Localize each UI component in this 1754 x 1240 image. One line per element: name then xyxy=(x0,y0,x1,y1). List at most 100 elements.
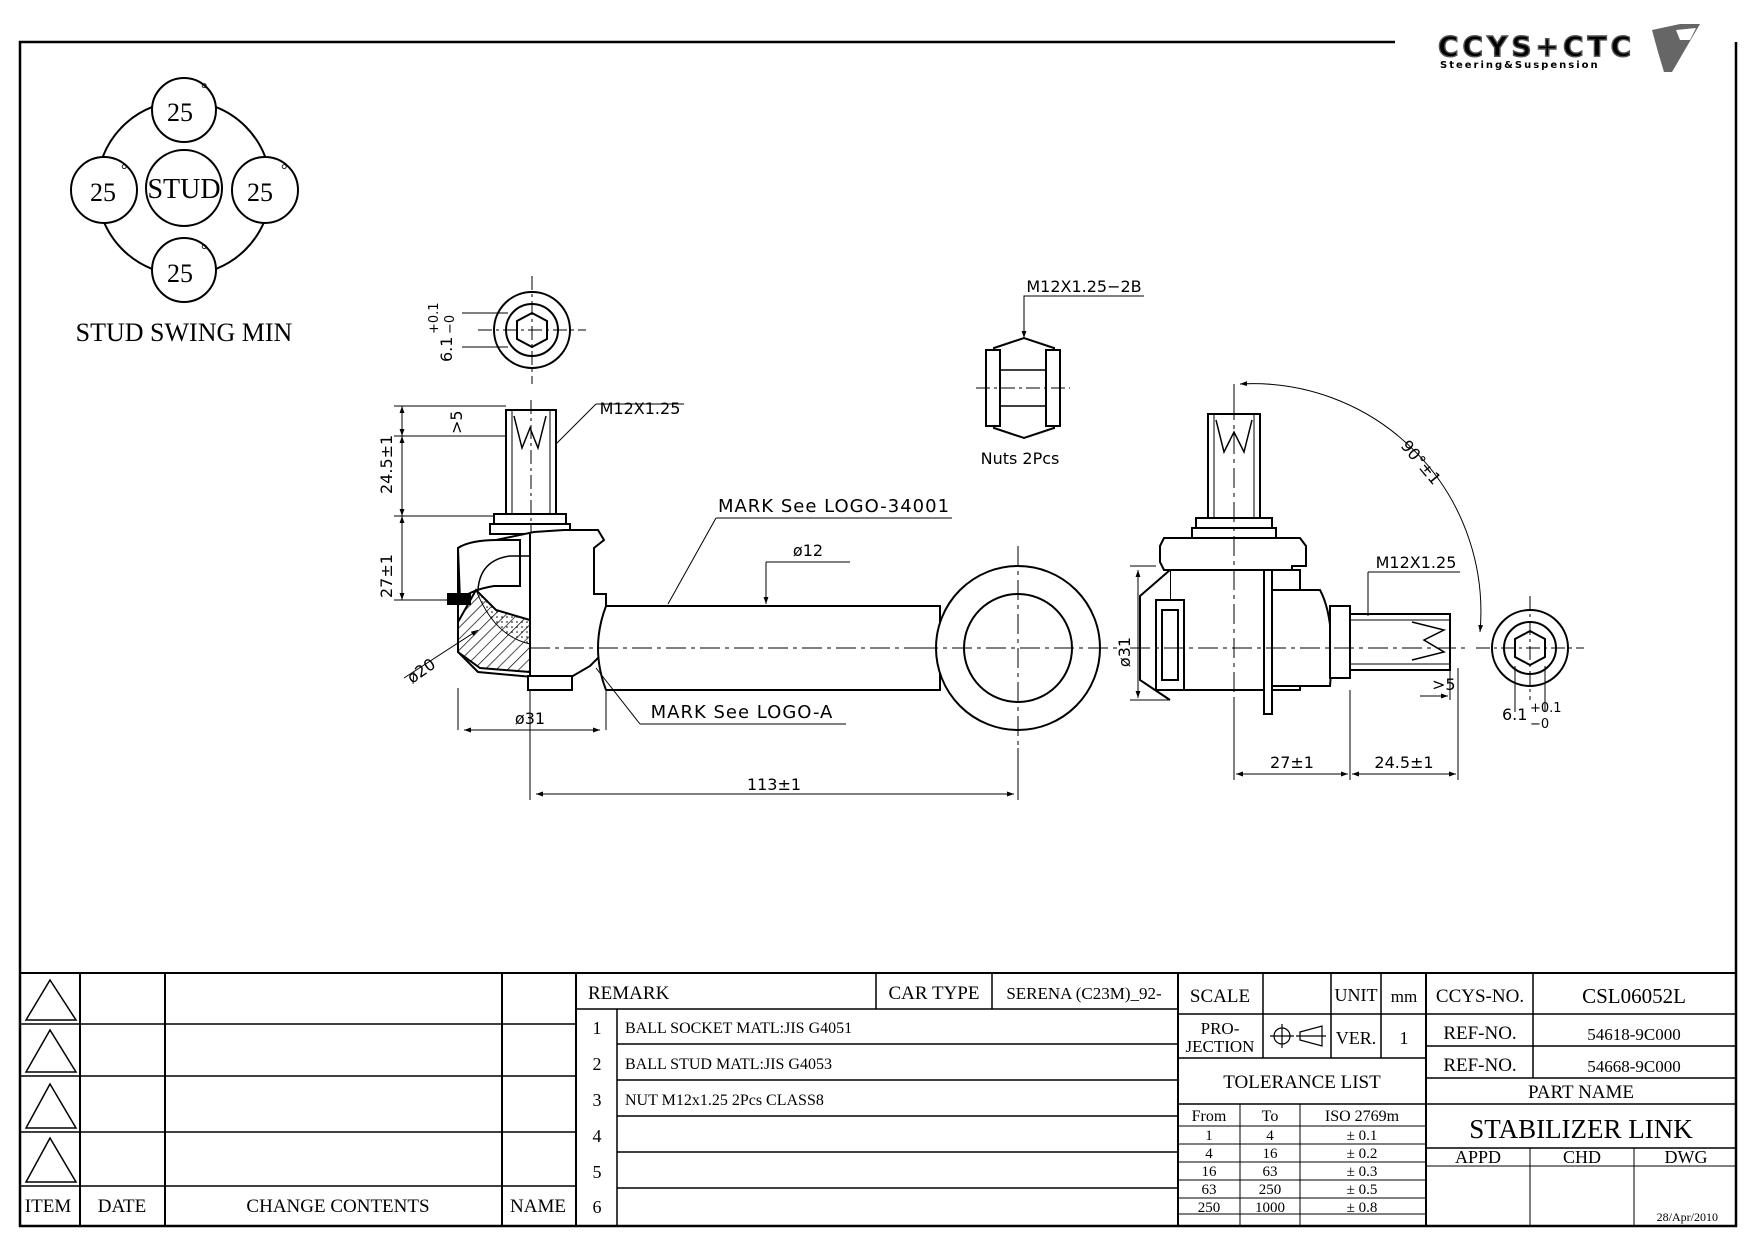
projection-symbol-icon xyxy=(1270,1024,1326,1048)
rev-header-date: DATE xyxy=(98,1196,147,1217)
sign-header-dwg: DWG xyxy=(1665,1147,1708,1167)
remark-text: NUT M12x1.25 2Pcs CLASS8 xyxy=(625,1092,824,1109)
drawing-date: 28/Apr/2010 xyxy=(1657,1210,1718,1224)
swing-right-circle xyxy=(231,156,299,224)
sign-header-appd: APPD xyxy=(1455,1147,1501,1167)
degree-mark: ° xyxy=(201,242,207,259)
rod-dia-dim: ø12 xyxy=(793,541,823,560)
stud-swing-diagram: STUD 25 25 25 25 ° ° ° ° STUD SWING MIN xyxy=(70,77,299,347)
ccys-no-value: CSL06052L xyxy=(1582,984,1686,1008)
side-thread-length-dim: 24.5±1 xyxy=(1374,753,1433,772)
tol-header-iso: ISO 2769m xyxy=(1325,1108,1400,1125)
projection-label: PRO- xyxy=(1201,1019,1240,1038)
sign-header-chd: CHD xyxy=(1563,1147,1601,1167)
rev-header-item: ITEM xyxy=(25,1196,72,1217)
hex-depth-value: 6.1 xyxy=(437,337,456,362)
logo-tagline: Steering&Suspension xyxy=(1440,60,1600,71)
side-min-length-dim: >5 xyxy=(1432,675,1456,694)
title-block-text: ITEM DATE CHANGE CONTENTS NAME REMARK CA… xyxy=(25,983,1718,1224)
mark-logo-34001: MARK See LOGO-34001 xyxy=(718,496,950,517)
hex-end-view-right xyxy=(1476,596,1584,712)
logo-brand: CCYS+CTC xyxy=(1438,30,1635,63)
thread-spec-right: M12X1.25 xyxy=(1376,553,1457,572)
side-body-length-dim: 27±1 xyxy=(1270,753,1314,772)
swing-bottom-circle xyxy=(151,237,217,303)
swing-left-circle xyxy=(70,156,138,224)
thread-spec-left: M12X1.25 xyxy=(600,399,681,418)
ref-no-label: REF-NO. xyxy=(1443,1023,1516,1044)
tol-from: 4 xyxy=(1205,1146,1213,1162)
stabilizer-link-front-view xyxy=(447,400,1118,800)
thread-length-dim: 24.5±1 xyxy=(377,435,396,494)
tol-from: 1 xyxy=(1205,1128,1213,1144)
tol-from: 16 xyxy=(1202,1164,1218,1180)
unit-label: UNIT xyxy=(1335,985,1378,1005)
tol-header-from: From xyxy=(1192,1108,1227,1125)
side-hex-depth: 6.1 xyxy=(1502,705,1527,724)
scale-label: SCALE xyxy=(1190,986,1250,1007)
remark-text: BALL STUD MATL:JIS G4053 xyxy=(625,1056,832,1073)
unit-value: mm xyxy=(1391,987,1417,1006)
ref-no-label: REF-NO. xyxy=(1443,1055,1516,1076)
min-length-dim: >5 xyxy=(447,410,466,434)
tol-header-to: To xyxy=(1262,1108,1279,1125)
front-dimension-labels: >5 24.5±1 27±1 ø20 ø31 113±1 ø12 M12X1.2… xyxy=(377,399,950,794)
ref-no-value: 54668-9C000 xyxy=(1587,1057,1681,1076)
remark-no: 2 xyxy=(593,1054,602,1074)
swing-angle-top: 25 xyxy=(167,98,193,127)
title-block xyxy=(20,972,1736,1226)
version-value: 1 xyxy=(1400,1028,1409,1048)
remark-no: 3 xyxy=(593,1090,602,1110)
rev-header-change: CHANGE CONTENTS xyxy=(246,1196,429,1217)
ref-no-value: 54618-9C000 xyxy=(1587,1025,1681,1044)
nut-drawing xyxy=(976,295,1144,440)
hex-end-view-left xyxy=(462,276,586,384)
hex-depth-dim-left: 6.1 +0.1 −0 xyxy=(427,302,458,362)
part-name-value: STABILIZER LINK xyxy=(1469,1114,1693,1144)
hex-tol-minus: −0 xyxy=(443,315,458,334)
swing-top-circle xyxy=(151,77,217,143)
tol-from: 63 xyxy=(1202,1182,1217,1198)
sheet-border xyxy=(18,40,1738,1228)
tol-value: ± 0.2 xyxy=(1347,1146,1378,1162)
nut-quantity: Nuts 2Pcs xyxy=(981,449,1060,468)
car-type-label: CAR TYPE xyxy=(889,983,980,1004)
swing-caption: STUD SWING MIN xyxy=(76,318,293,347)
tol-to: 63 xyxy=(1263,1164,1278,1180)
projection-label: JECTION xyxy=(1186,1037,1255,1056)
tol-to: 4 xyxy=(1266,1128,1274,1144)
tol-to: 16 xyxy=(1263,1146,1279,1162)
mark-logo-a: MARK See LOGO-A xyxy=(651,702,834,723)
center-distance-dim: 113±1 xyxy=(747,775,801,794)
version-label: VER. xyxy=(1336,1028,1377,1048)
swing-angle-left: 25 xyxy=(90,178,116,207)
nut-thread-spec: M12X1.25−2B xyxy=(1026,277,1141,296)
hex-tol-plus: +0.1 xyxy=(427,302,442,334)
swing-stud-circle xyxy=(145,149,223,227)
tolerance-title: TOLERANCE LIST xyxy=(1223,1072,1381,1093)
swing-angle-bottom: 25 xyxy=(167,259,193,288)
degree-mark: ° xyxy=(121,162,127,179)
angle-dim: 90°±1 xyxy=(1397,436,1445,488)
degree-mark: ° xyxy=(281,162,287,179)
socket-dia-dim: ø31 xyxy=(515,709,545,728)
remark-text: BALL SOCKET MATL:JIS G4051 xyxy=(625,1020,852,1037)
remark-no: 1 xyxy=(593,1018,602,1038)
tol-to: 250 xyxy=(1259,1182,1282,1198)
degree-mark: ° xyxy=(201,81,207,98)
tol-value: ± 0.3 xyxy=(1347,1164,1378,1180)
remark-label: REMARK xyxy=(588,983,670,1004)
car-type-value: SERENA (C23M)_92- xyxy=(1006,984,1162,1003)
remark-no: 5 xyxy=(593,1162,602,1182)
remark-no: 4 xyxy=(593,1126,602,1146)
side-hex-tol-minus: −0 xyxy=(1530,717,1549,732)
tol-to: 1000 xyxy=(1255,1200,1285,1216)
brand-logo: CCYS+CTC Steering&Suspension xyxy=(1437,24,1700,72)
side-body-dia-dim: ø31 xyxy=(1115,637,1134,667)
tol-value: ± 0.1 xyxy=(1347,1128,1378,1144)
body-height-dim: 27±1 xyxy=(377,554,396,598)
tol-from: 250 xyxy=(1198,1200,1221,1216)
part-name-label: PART NAME xyxy=(1528,1082,1634,1103)
ccys-no-label: CCYS-NO. xyxy=(1436,986,1524,1007)
